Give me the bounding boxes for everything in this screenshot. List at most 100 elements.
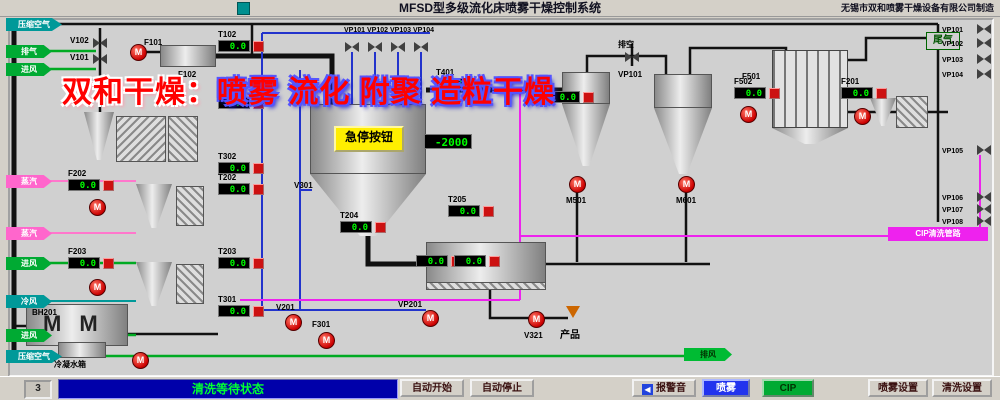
spray-valve-icon-VP101[interactable] xyxy=(345,42,359,52)
button-喷雾设置[interactable]: 喷雾设置 xyxy=(868,379,928,397)
source-label-0: 压缩空气 xyxy=(6,18,62,31)
spray-valve-icon-VP102[interactable] xyxy=(368,42,382,52)
air-heater-f102 xyxy=(160,45,216,67)
page-title: MFSD型多级流化床喷雾干燥控制系统 xyxy=(399,1,601,15)
right-valve-label-VP107: VP107 xyxy=(942,207,964,214)
button-label: 喷雾 xyxy=(716,383,736,394)
right-valve-label-VP104: VP104 xyxy=(942,72,964,79)
source-label-3: 蒸汽 xyxy=(6,175,52,188)
right-valve-label-VP108: VP108 xyxy=(942,219,964,226)
pump-icon-8[interactable]: M xyxy=(740,106,757,123)
right-valve-icon-VP107[interactable] xyxy=(977,204,991,214)
pump-icon-1[interactable]: M xyxy=(89,199,106,216)
button-CIP[interactable]: CIP xyxy=(762,379,814,397)
pump-icon-0[interactable]: M xyxy=(130,44,147,61)
tag-label-F501: F501 xyxy=(742,72,761,81)
right-valve-icon-VP104[interactable] xyxy=(977,69,991,79)
tag-label-M501: M501 xyxy=(566,196,587,205)
valve-icon-2[interactable] xyxy=(625,52,639,62)
spray-valve-icon-VP104[interactable] xyxy=(414,42,428,52)
baghouse-motors: MM xyxy=(43,311,116,336)
display-ack-button[interactable] xyxy=(253,258,264,269)
display-ack-button[interactable] xyxy=(876,88,887,99)
condensate-tank-label: 冷凝水箱 xyxy=(54,360,86,369)
right-valve-icon-VP103[interactable] xyxy=(977,54,991,64)
filter-box-b xyxy=(176,186,204,226)
bag-filter-vessel xyxy=(772,50,848,128)
digital-display-T401: 0.0 xyxy=(436,78,468,90)
display-tag-T301: T301 xyxy=(218,295,237,304)
pump-icon-11[interactable]: M xyxy=(132,352,149,369)
right-valve-icon-VP108[interactable] xyxy=(977,216,991,226)
display-ack-button[interactable] xyxy=(471,79,482,90)
window-icon xyxy=(237,2,250,15)
source-label-1: 排气 xyxy=(6,45,52,58)
button-清洗设置[interactable]: 清洗设置 xyxy=(932,379,992,397)
emergency-stop-button[interactable]: 急停按钮 xyxy=(334,126,404,152)
pump-icon-6[interactable]: M xyxy=(569,176,586,193)
digital-display-T202: 0.0 xyxy=(218,183,250,195)
button-label: 自动开始 xyxy=(412,383,452,394)
display-ack-button[interactable] xyxy=(253,98,264,109)
source-label-6: 冷风 xyxy=(6,295,52,308)
right-valve-icon-VP101[interactable] xyxy=(977,24,991,34)
display-ack-button[interactable] xyxy=(375,222,386,233)
display-ack-button[interactable] xyxy=(253,163,264,174)
spray-valve-icon-VP103[interactable] xyxy=(391,42,405,52)
tag-label-F301: F301 xyxy=(312,320,331,329)
status-message: 清洗等待状态 xyxy=(58,379,398,399)
source-label-2: 进风 xyxy=(6,63,52,76)
display-ack-button[interactable] xyxy=(103,258,114,269)
pump-icon-7[interactable]: M xyxy=(678,176,695,193)
display-ack-button[interactable] xyxy=(483,206,494,217)
pump-icon-9[interactable]: M xyxy=(854,108,871,125)
display-tag-F203: F203 xyxy=(68,247,87,256)
display-tag-T201: T201 xyxy=(218,87,237,96)
exhaust-label: 排风 xyxy=(684,348,732,361)
digital-display: 0.0 xyxy=(416,255,448,267)
source-label-4: 蒸汽 xyxy=(6,227,52,240)
pump-icon-2[interactable]: M xyxy=(89,279,106,296)
digital-display: 0.0 xyxy=(548,91,580,103)
digital-display-F202: 0.0 xyxy=(68,179,100,191)
display-tag-T302: T302 xyxy=(218,152,237,161)
tag-label-VP101: VP101 xyxy=(618,70,643,79)
display-ack-button[interactable] xyxy=(103,180,114,191)
display-tag-T205: T205 xyxy=(448,195,467,204)
button-报警音[interactable]: ◀报警音 xyxy=(632,379,696,397)
source-label-7: 进风 xyxy=(6,329,52,342)
pump-icon-4[interactable]: M xyxy=(318,332,335,349)
display-ack-button[interactable] xyxy=(769,88,780,99)
display-ack-button[interactable] xyxy=(253,41,264,52)
button-自动停止[interactable]: 自动停止 xyxy=(470,379,534,397)
digital-display: 0.0 xyxy=(454,255,486,267)
tag-label-V301: V301 xyxy=(294,181,313,190)
button-自动开始[interactable]: 自动开始 xyxy=(400,379,464,397)
display-tag-F502: F502 xyxy=(734,77,753,86)
display-ack-button[interactable] xyxy=(489,256,500,267)
filter-box-right xyxy=(896,96,928,128)
filter-box-a xyxy=(168,116,198,162)
button-label: 自动停止 xyxy=(482,383,522,394)
display-ack-button[interactable] xyxy=(253,184,264,195)
display-ack-button[interactable] xyxy=(253,306,264,317)
right-valve-icon-VP106[interactable] xyxy=(977,192,991,202)
pump-icon-5[interactable]: M xyxy=(422,310,439,327)
title-bar: MFSD型多级流化床喷雾干燥控制系统 无锡市双和喷雾干燥设备有限公司制造 xyxy=(0,0,1000,17)
tail-gas-label: 尾气 xyxy=(926,32,960,50)
button-喷雾[interactable]: 喷雾 xyxy=(702,379,750,397)
right-valve-icon-VP102[interactable] xyxy=(977,38,991,48)
cyclone2-body xyxy=(654,74,712,108)
spray-valve-label-VP104: VP104 xyxy=(413,27,435,34)
right-valve-icon-VP105[interactable] xyxy=(977,145,991,155)
pump-icon-3[interactable]: M xyxy=(285,314,302,331)
button-label: 喷雾设置 xyxy=(878,383,918,394)
pump-icon-10[interactable]: M xyxy=(528,311,545,328)
valve-icon-0[interactable] xyxy=(93,38,107,48)
display-ack-button[interactable] xyxy=(583,92,594,103)
valve-icon-1[interactable] xyxy=(93,54,107,64)
condensate-tank xyxy=(58,342,106,358)
digital-display-T201: 0.0 xyxy=(218,97,250,109)
